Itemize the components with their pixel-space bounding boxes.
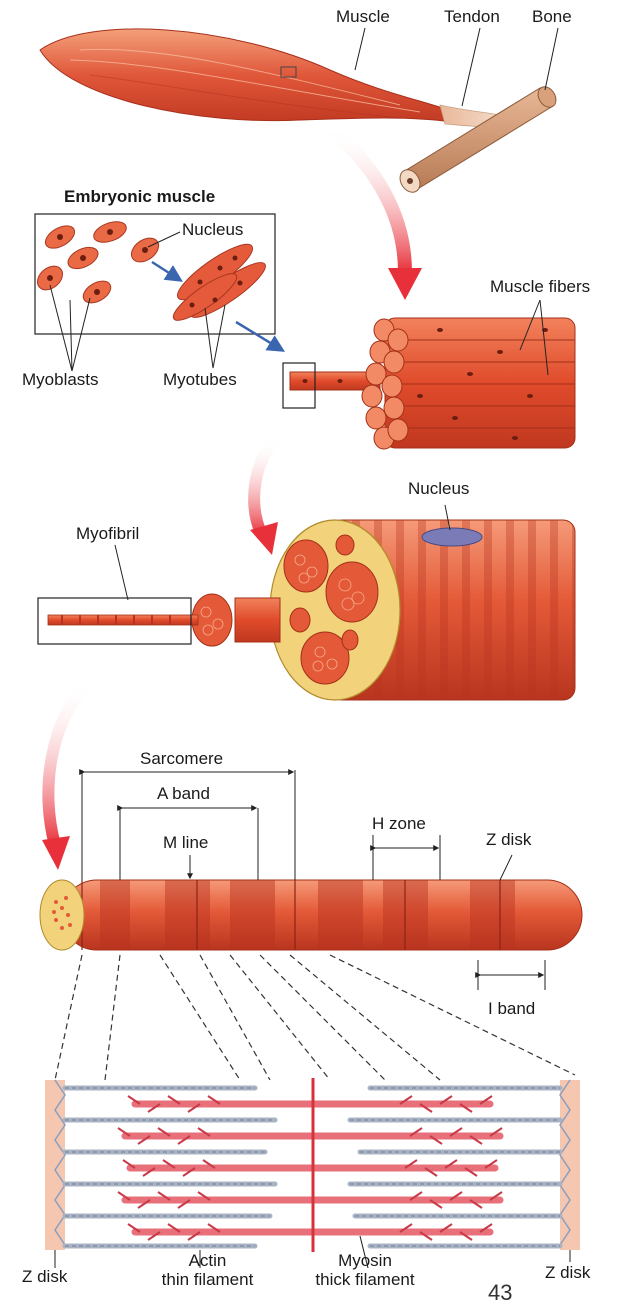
sarcomere-filament-detail <box>45 1078 580 1252</box>
m-line-label: M line <box>163 834 208 853</box>
zoom-arrow-1 <box>330 128 422 300</box>
myotubes-label: Myotubes <box>163 371 237 390</box>
myoblasts-label: Myoblasts <box>22 371 99 390</box>
actin-label-line1: Actin <box>150 1252 265 1271</box>
muscle-fiber-bundle <box>283 318 575 449</box>
actin-label-line2: thin filament <box>150 1271 265 1290</box>
bone-illustration <box>396 83 560 196</box>
actin-label: Actin thin filament <box>150 1252 265 1289</box>
zoom-arrow-3 <box>42 680 90 870</box>
i-band-label: I band <box>488 1000 535 1019</box>
myosin-label-line2: thick filament <box>300 1271 430 1290</box>
z-disk-label-right: Z disk <box>545 1264 590 1283</box>
muscle-fibers-label: Muscle fibers <box>490 278 590 297</box>
muscle-label: Muscle <box>336 8 390 27</box>
embryonic-muscle-label: Embryonic muscle <box>64 188 215 207</box>
page-number: 43 <box>488 1280 512 1306</box>
z-disk-label-top: Z disk <box>486 831 531 850</box>
myofibril-label: Myofibril <box>76 525 139 544</box>
tendon-label: Tendon <box>444 8 500 27</box>
sarcomere-label: Sarcomere <box>140 750 223 769</box>
myosin-label-line1: Myosin <box>300 1252 430 1271</box>
muscle-fiber-cross-section <box>38 520 575 700</box>
myosin-label: Myosin thick filament <box>300 1252 430 1289</box>
nucleus-label-fiber: Nucleus <box>408 480 469 499</box>
zoom-arrow-2 <box>250 438 278 555</box>
nucleus-label-embryonic: Nucleus <box>182 221 243 240</box>
whole-muscle-illustration <box>40 29 455 122</box>
embryonic-muscle-panel <box>33 214 282 350</box>
z-disk-label-left: Z disk <box>22 1268 67 1287</box>
bone-label: Bone <box>532 8 572 27</box>
a-band-label: A band <box>157 785 210 804</box>
myofibril-with-sarcomeres <box>40 880 582 950</box>
h-zone-label: H zone <box>372 815 426 834</box>
